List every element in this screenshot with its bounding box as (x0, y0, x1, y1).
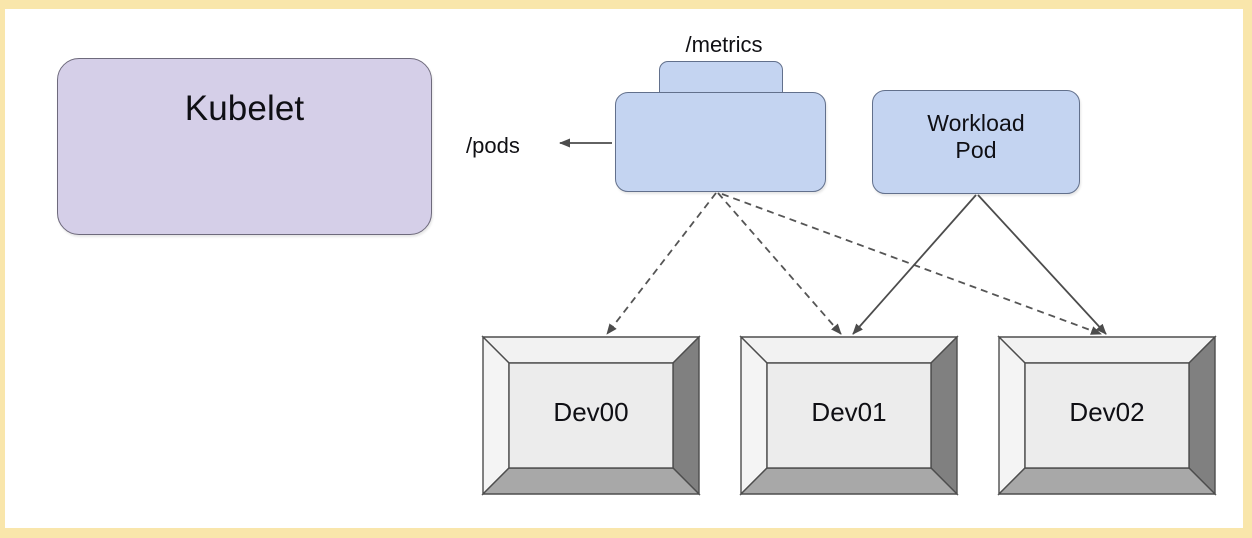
edge-workload-to-dev01 (852, 194, 977, 335)
kubelet-label: Kubelet (184, 89, 305, 128)
device-frame-icon (997, 335, 1217, 496)
edge-daemonset-to-dev01 (717, 192, 842, 335)
workload-pod-node[interactable] (872, 90, 1080, 194)
workload-pod-label: Workload Pod (927, 110, 1025, 164)
edge-daemonset-to-dev02 (721, 193, 1102, 335)
edge-daemonset-to-dev00 (606, 192, 717, 335)
edge-workload-to-dev02 (977, 194, 1107, 335)
device-frame-icon (739, 335, 959, 496)
device-node-dev00[interactable]: Dev00 (481, 335, 701, 496)
kubelet-node[interactable] (57, 58, 432, 235)
device-node-dev02[interactable]: Dev02 (997, 335, 1217, 496)
metrics-endpoint-label: /metrics (685, 32, 763, 57)
monitoring-daemonset-node[interactable] (615, 92, 826, 192)
pods-endpoint-label: /pods (466, 133, 520, 158)
device-frame-icon (481, 335, 701, 496)
